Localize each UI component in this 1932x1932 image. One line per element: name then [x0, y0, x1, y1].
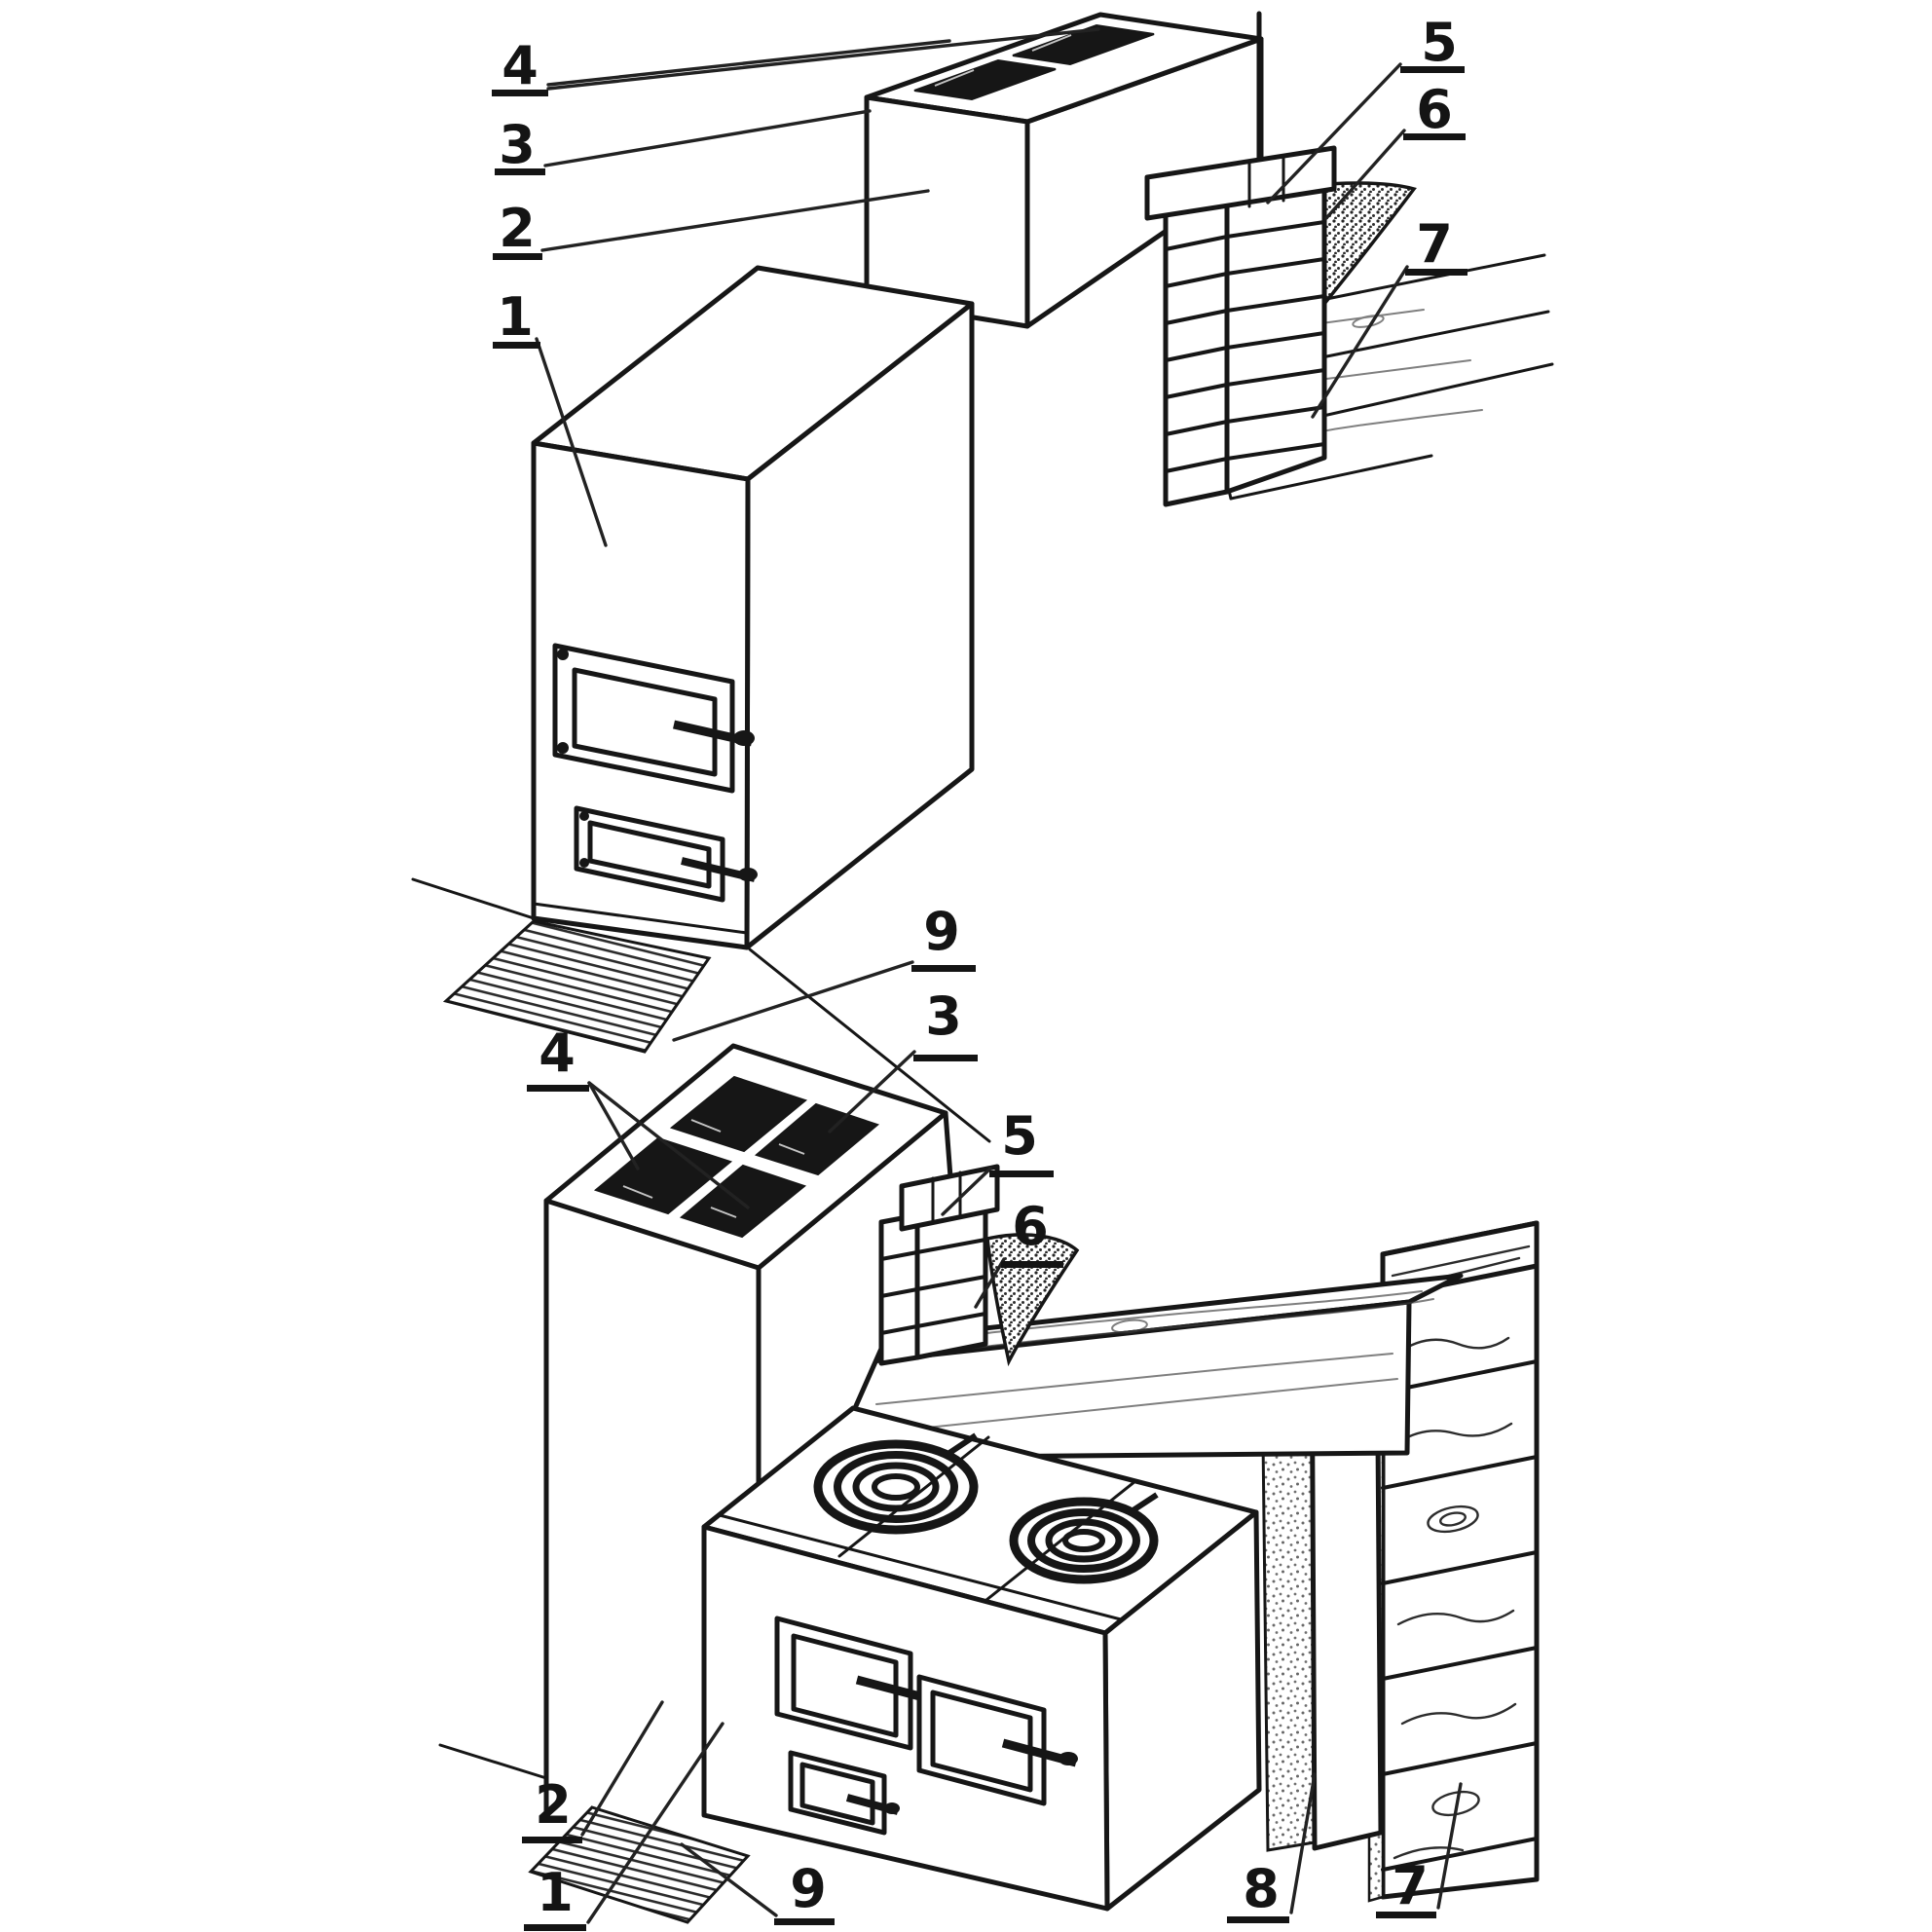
cooktop-plate-seam — [837, 1435, 990, 1558]
callout-number-2: 2 — [499, 198, 536, 259]
callout-number-6: 6 — [1012, 1196, 1049, 1257]
callout-number-1: 1 — [537, 1862, 574, 1923]
cap-notch — [931, 1170, 962, 1223]
hearth-metal-sheet — [528, 1805, 751, 1924]
callout-underline-4 — [492, 90, 548, 96]
cooking-stove-diagram: 9 3 4 5 6 2 1 9 8 7 — [438, 901, 1540, 1931]
cooking-stove — [701, 1405, 1262, 1912]
leader-line-6 — [974, 1257, 1006, 1309]
log-grain — [1391, 1245, 1531, 1860]
callout-underline-5 — [1400, 66, 1465, 73]
flue-shading — [934, 34, 1072, 87]
callout-underline-9 — [911, 965, 976, 972]
burner-left — [813, 1432, 979, 1535]
top-callouts: 4 3 2 1 56 7 — [492, 12, 1468, 547]
brick-column-cap — [1144, 145, 1337, 221]
callout-number-4: 4 — [502, 35, 539, 96]
callout-underline-3 — [495, 168, 545, 175]
leader-line-4 — [587, 1081, 750, 1209]
leader-line-4 — [546, 27, 1100, 91]
callout-underline-7 — [1405, 269, 1468, 276]
flue-opening — [679, 1164, 807, 1239]
callout-number-9: 9 — [790, 1858, 827, 1919]
brick-column-cap — [899, 1164, 1000, 1232]
firebox-door — [552, 643, 755, 794]
callout-underline-1 — [524, 1924, 586, 1931]
callout-underline-6 — [1001, 1261, 1063, 1268]
flue-opening — [913, 58, 1057, 101]
firebox-door — [916, 1674, 1078, 1806]
leader-line-9 — [672, 960, 914, 1042]
leader-line-3 — [828, 1050, 916, 1133]
callout-number-2: 2 — [535, 1774, 572, 1836]
panel-gap-shade — [1261, 1428, 1317, 1852]
floor-line — [748, 947, 991, 1143]
log-joints — [1381, 1359, 1539, 1872]
leader-line-2 — [540, 189, 930, 252]
floor-line — [411, 877, 536, 920]
leader-line-7 — [1436, 1782, 1463, 1910]
leader-line-1 — [586, 1722, 724, 1924]
callout-number-5: 5 — [1001, 1105, 1038, 1167]
leader-line-3 — [543, 109, 872, 167]
leader-line-4 — [587, 1081, 640, 1170]
stove-base-line — [532, 902, 749, 935]
leader-line-9 — [680, 1842, 778, 1917]
leader-line-2 — [580, 1700, 664, 1837]
ash-door — [574, 805, 758, 903]
callout-number-6: 6 — [1416, 79, 1453, 140]
callout-underline-5 — [989, 1170, 1054, 1177]
callout-number-4: 4 — [539, 1022, 576, 1084]
brick-joints — [879, 1238, 987, 1335]
ash-door — [788, 1750, 900, 1836]
callout-underline-8 — [1227, 1916, 1289, 1923]
callout-underline-2 — [493, 253, 542, 260]
callout-number-8: 8 — [1243, 1858, 1280, 1919]
cap-notch — [1247, 154, 1285, 208]
callout-underline-9 — [774, 1918, 835, 1925]
leader-line-7 — [1311, 265, 1409, 419]
callout-underline-7 — [1376, 1912, 1436, 1918]
chimney-front-face — [546, 1201, 759, 1811]
callout-number-5: 5 — [1421, 12, 1458, 73]
burner-right — [1009, 1492, 1159, 1584]
bottom-callouts: 9 3 4 5 6 2 1 9 8 7 — [522, 901, 1463, 1931]
chimney-top-face — [543, 1043, 948, 1271]
callout-underline-6 — [1403, 133, 1466, 140]
leader-line-1 — [535, 337, 608, 547]
leader-line-8 — [1289, 1772, 1317, 1914]
callout-number-1: 1 — [497, 286, 534, 348]
flue-opening — [754, 1102, 880, 1176]
callout-underline-1 — [493, 342, 540, 349]
cooktop-rim — [718, 1513, 1123, 1621]
door-knob — [733, 730, 755, 746]
leader-line-4 — [546, 39, 951, 87]
hearth-metal-sheet — [442, 919, 712, 1054]
floor-line — [438, 1743, 548, 1780]
brick-joints — [1164, 220, 1326, 473]
callout-underline-2 — [522, 1837, 582, 1843]
callout-underline-3 — [913, 1055, 978, 1061]
leader-line-5 — [941, 1167, 992, 1216]
ceiling-pass-through-detail — [1144, 11, 1554, 507]
leader-line-6 — [1324, 129, 1406, 220]
callout-number-9: 9 — [923, 901, 960, 962]
callout-number-3: 3 — [499, 114, 536, 175]
callout-number-7: 7 — [1392, 1855, 1429, 1916]
leader-line-5 — [1266, 62, 1402, 204]
heating-stove-diagram: 4 3 2 1 56 7 — [411, 11, 1554, 1143]
flue-opening — [669, 1075, 808, 1153]
callout-underline-4 — [527, 1085, 589, 1092]
callout-number-3: 3 — [925, 985, 962, 1047]
flue-opening — [593, 1136, 733, 1215]
callout-number-7: 7 — [1416, 213, 1453, 275]
